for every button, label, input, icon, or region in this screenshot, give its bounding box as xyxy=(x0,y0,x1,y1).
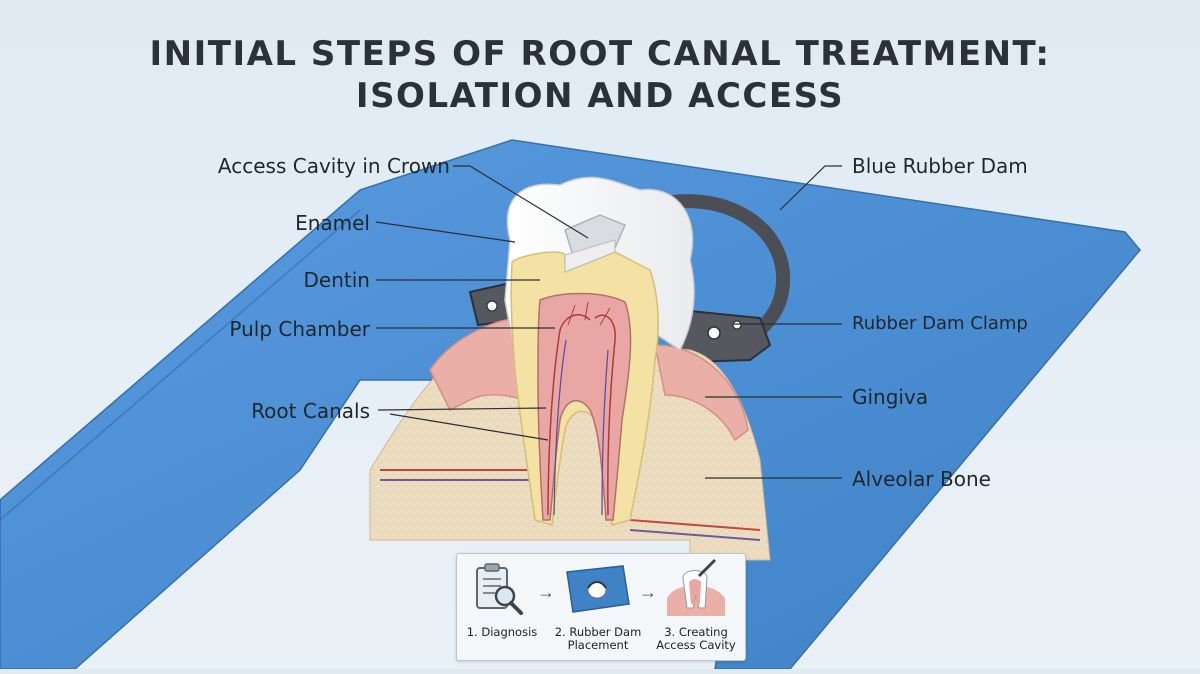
label-dentin: Dentin xyxy=(303,268,370,292)
arrow-icon-2: → xyxy=(639,582,657,602)
label-alveolar-bone: Alveolar Bone xyxy=(852,467,991,491)
leader-lines xyxy=(375,165,842,479)
rubber-dam-icon xyxy=(566,565,630,613)
step-caption-2: 2. Rubber Dam Placement xyxy=(554,625,642,652)
step-caption-3: 3. Creating Access Cavity xyxy=(656,625,736,652)
gingiva-right xyxy=(654,344,749,442)
clipboard-magnifier-icon xyxy=(476,563,523,615)
title-line-1: INITIAL STEPS OF ROOT CANAL TREATMENT: xyxy=(149,34,1051,74)
label-rubber-dam: Blue Rubber Dam xyxy=(852,154,1028,178)
label-clamp: Rubber Dam Clamp xyxy=(852,313,1028,334)
arrow-icon-1: → xyxy=(537,582,555,602)
label-enamel: Enamel xyxy=(295,211,370,235)
tooth-drill-icon xyxy=(667,558,725,616)
step-caption-1: 1. Diagnosis xyxy=(466,625,538,639)
label-gingiva: Gingiva xyxy=(852,385,929,409)
label-pulp-chamber: Pulp Chamber xyxy=(229,317,370,341)
steps-inset: → → 1. Diagnosis 2. Rubber Dam Placement… xyxy=(456,553,746,661)
title-line-2: ISOLATION AND ACCESS xyxy=(355,76,845,116)
label-access-cavity: Access Cavity in Crown xyxy=(217,154,450,178)
label-root-canals: Root Canals xyxy=(251,399,370,423)
